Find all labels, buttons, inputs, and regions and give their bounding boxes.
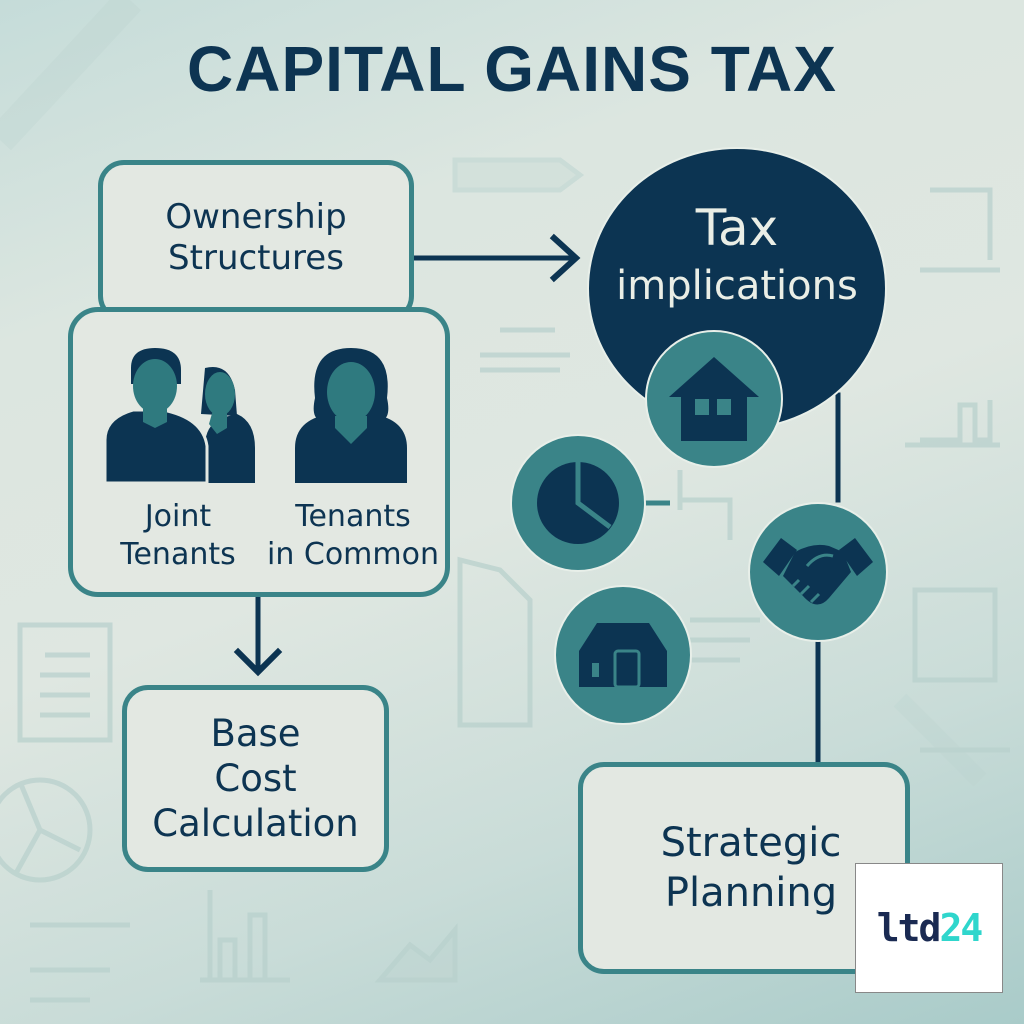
base-cost-line1: Base <box>210 711 301 755</box>
logo-part2: 24 <box>939 906 983 950</box>
tax-implications-line2: implications <box>616 263 858 309</box>
logo-part1: ltd <box>876 906 942 950</box>
base-cost-line2: Cost <box>214 756 297 800</box>
tenants-in-common-line2: in Common <box>266 536 439 572</box>
couple-icon <box>105 348 255 483</box>
tenants-in-common-label: Tenants in Common <box>263 498 443 573</box>
joint-tenants-line1: Joint <box>144 499 212 534</box>
pie-chart-icon-circle <box>510 434 646 572</box>
building-icon <box>579 623 667 687</box>
person-icon <box>295 348 407 483</box>
strategic-line1: Strategic <box>660 820 842 866</box>
tax-implications-line1: Tax <box>695 199 779 257</box>
handshake-icon <box>763 538 873 605</box>
strategic-line2: Planning <box>664 870 838 916</box>
ownership-types-box: Joint Tenants Tenants in Common <box>68 307 450 597</box>
house-icon <box>669 357 759 441</box>
ownership-label-line1: Ownership <box>165 197 347 237</box>
joint-tenants-label: Joint Tenants <box>93 498 263 573</box>
ownership-structures-box: Ownership Structures <box>98 160 414 322</box>
handshake-icon-circle <box>748 502 888 642</box>
strategic-planning-box: Strategic Planning <box>578 762 910 974</box>
ownership-label-line2: Structures <box>168 237 344 278</box>
base-cost-calculation-box: Base Cost Calculation <box>122 685 389 872</box>
building-icon-circle <box>554 585 692 725</box>
base-cost-line3: Calculation <box>152 802 359 846</box>
pie-chart-icon <box>537 461 619 544</box>
joint-tenants-line2: Tenants <box>120 536 236 572</box>
tenants-in-common-line1: Tenants <box>295 499 411 534</box>
page-title: CAPITAL GAINS TAX <box>187 33 837 105</box>
house-icon-circle <box>645 330 783 468</box>
